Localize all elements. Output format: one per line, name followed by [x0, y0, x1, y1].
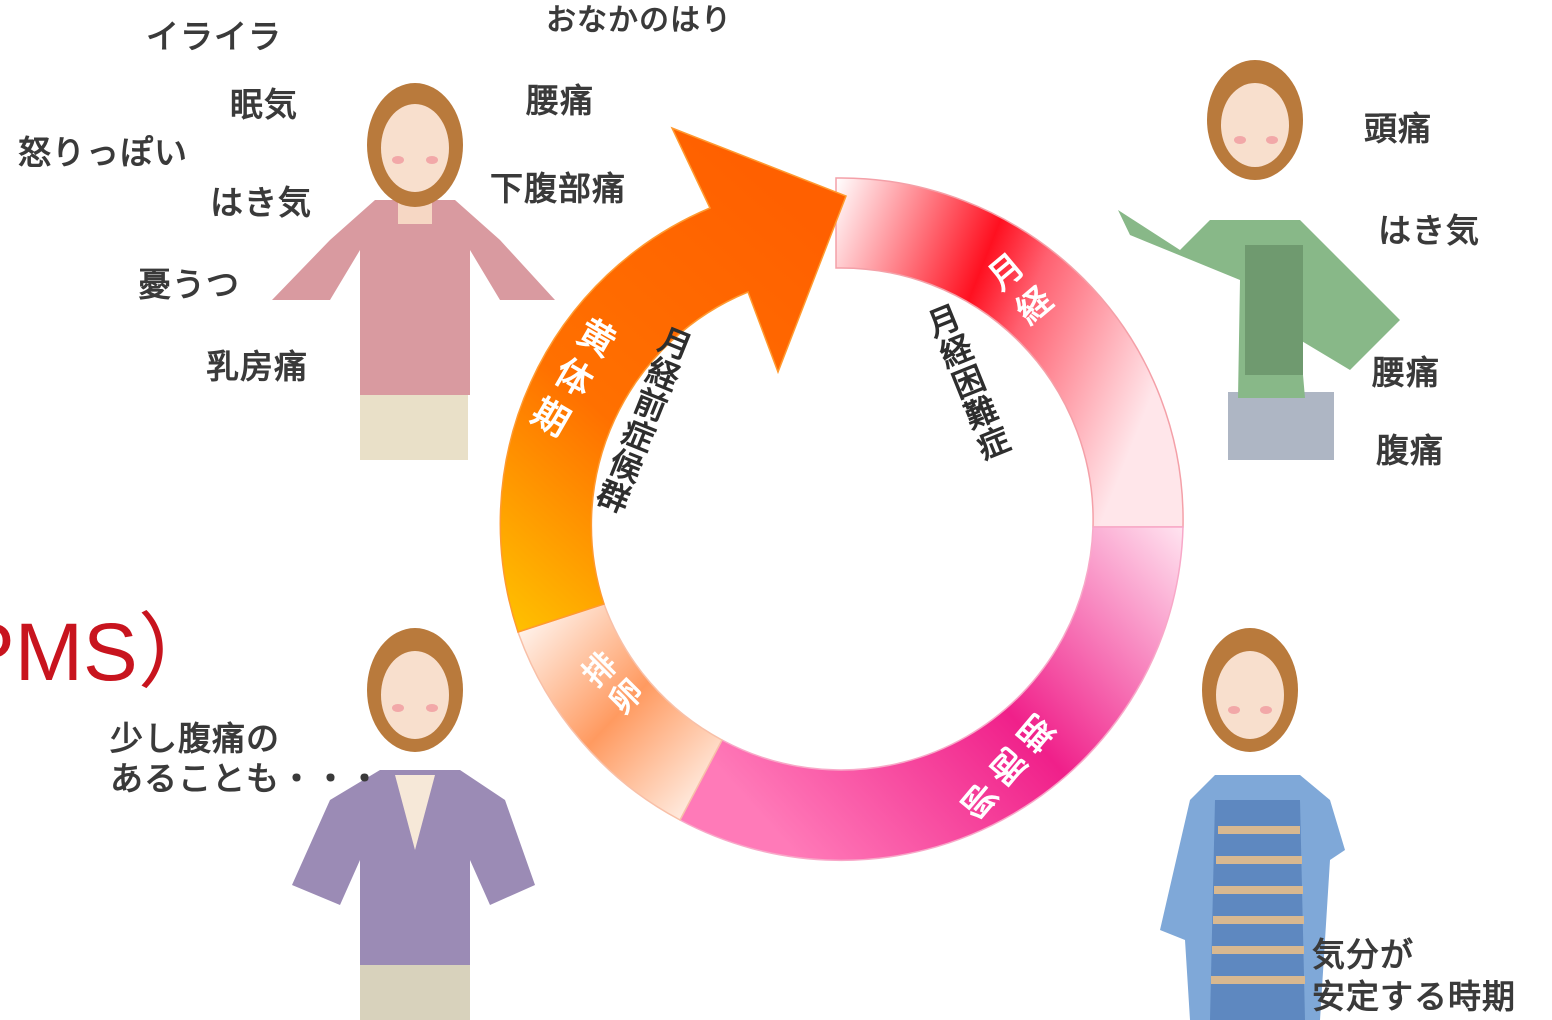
- woman-menstruation-illustration: [1118, 60, 1400, 460]
- symptom-nausea-luteal: はき気: [210, 183, 312, 222]
- symptom-nausea-menstrual: はき気: [1378, 211, 1480, 250]
- symptom-lower-abdominal-pain: 下腹部痛: [490, 169, 626, 208]
- woman-luteal-illustration: [272, 83, 555, 460]
- follicular-note-line1: 気分が: [1312, 935, 1414, 974]
- ovulation-note-line2: あることも・・・: [110, 759, 382, 798]
- ovulation-note-line1: 少し腹痛の: [110, 719, 280, 758]
- symptom-headache: 頭痛: [1364, 109, 1432, 148]
- symptom-back-pain-menstrual: 腰痛: [1372, 353, 1440, 392]
- symptom-abdominal-bloating: おなかのはり: [546, 3, 732, 38]
- symptom-back-pain-luteal: 腰痛: [526, 81, 594, 120]
- symptom-abdominal-pain: 腹痛: [1376, 431, 1444, 470]
- pms-title-fragment: PMS）: [0, 607, 220, 698]
- woman-ovulation-illustration: [292, 628, 535, 1020]
- menstruation-segment: [835, 177, 1184, 528]
- follicular-note-line2: 安定する時期: [1312, 977, 1516, 1016]
- luteal-arrow: [499, 126, 847, 633]
- symptom-depression: 憂うつ: [138, 265, 240, 304]
- follicular-segment: [678, 526, 1184, 862]
- symptom-anger: 怒りっぽい: [18, 133, 188, 172]
- symptom-sleepiness: 眠気: [230, 85, 298, 124]
- symptom-irritability: イライラ: [146, 17, 282, 56]
- symptom-breast-pain: 乳房痛: [206, 347, 308, 386]
- woman-follicular-illustration: [1160, 628, 1345, 1020]
